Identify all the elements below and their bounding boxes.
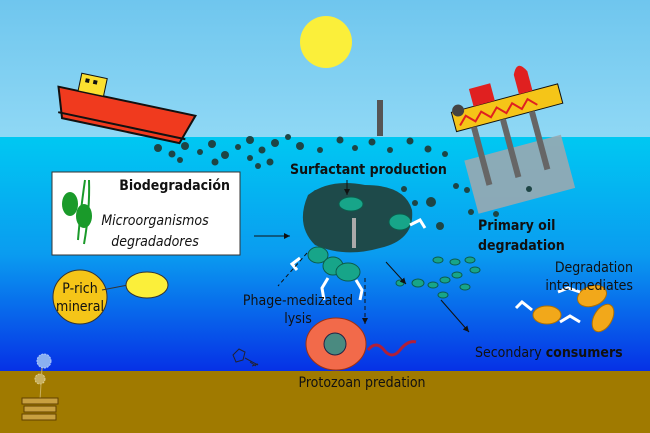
- sediment-plant-icon: [21, 353, 59, 421]
- mineral-particle: [125, 271, 169, 299]
- sun-icon: [300, 16, 352, 68]
- protozoan-icon: [305, 317, 417, 371]
- microorganisms-label-line2: degradadores: [111, 234, 199, 250]
- protozoan-label: Protozoan predation: [298, 375, 425, 391]
- p-rich-mineral: [52, 269, 108, 325]
- p-rich-label-line2: mineral: [56, 299, 104, 315]
- secondary-label-bold: consumers: [546, 345, 623, 361]
- sediment: [0, 371, 650, 433]
- secondary-consumer-cells: [514, 284, 615, 333]
- primary-oil-label-line2: degradation: [478, 238, 565, 254]
- oil-blob-with-bacteria: [289, 182, 427, 301]
- arrows: [254, 180, 470, 333]
- microorganisms-label-line1: Microorganismos: [101, 213, 209, 229]
- phage-label-line2: lysis: [284, 311, 312, 327]
- oil-droplets: [154, 134, 532, 230]
- degradation-intermediates-line1: Degradation: [555, 260, 633, 276]
- secondary-consumers-label: Secondary consumers: [475, 345, 623, 361]
- phage-label-line1: Phage-medizated: [243, 293, 353, 309]
- oil-platform-icon: [450, 65, 576, 214]
- microorganism-icon: [62, 179, 92, 245]
- phage-icon: [232, 348, 259, 367]
- ship-icon: [57, 72, 198, 145]
- pipe-icon: [377, 100, 383, 136]
- secondary-label-regular: Secondary: [475, 345, 546, 361]
- surfactant-label: Surfactant production: [290, 162, 447, 178]
- primary-oil-label-line1: Primary oil: [478, 218, 555, 234]
- biodegradation-box: Biodegradación Microorganismos degradado…: [51, 171, 241, 256]
- p-rich-label-line1: P-rich: [62, 281, 97, 297]
- degradation-intermediates-line2: intermediates: [545, 278, 633, 294]
- biodegradation-title: Biodegradación: [119, 178, 230, 194]
